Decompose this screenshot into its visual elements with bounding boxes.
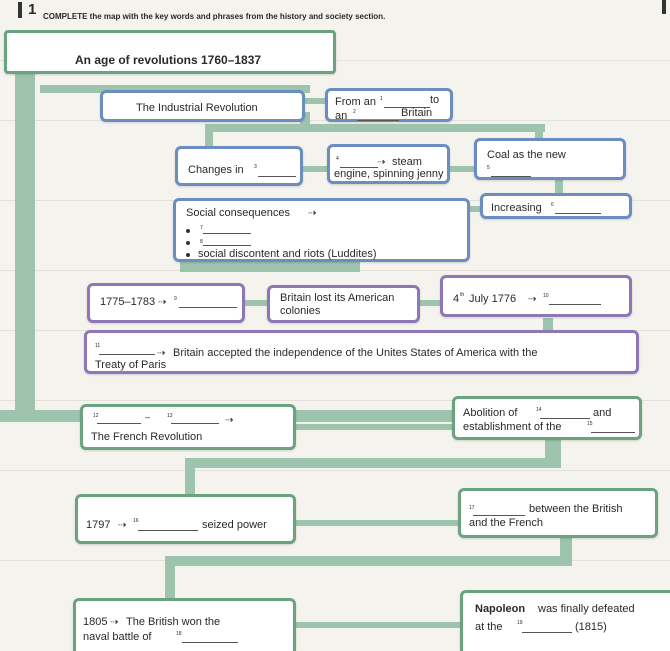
blank-number-15: 15 <box>587 421 593 427</box>
blank-number-8: 8 <box>200 239 203 245</box>
blank-number-18: 18 <box>176 631 182 637</box>
blank-number-11: 11 <box>95 343 101 349</box>
connector-bar <box>165 556 572 566</box>
connector-bar <box>543 318 553 332</box>
task-number: 1 <box>28 1 37 18</box>
trafalgar-box: 1805 ⇢ The British won the naval battle … <box>73 598 296 651</box>
blank-number-12: 12 <box>93 413 99 419</box>
arrow-icon: ⇢ <box>157 348 166 359</box>
blank-10[interactable] <box>549 304 601 305</box>
blank-7[interactable] <box>203 233 251 234</box>
blank-number-14: 14 <box>536 407 542 413</box>
connector-bar <box>300 112 310 126</box>
bullet-icon <box>186 229 190 233</box>
blank-number-17: 17 <box>469 505 475 511</box>
lost-colonies-box: Britain lost its American colonies <box>267 285 420 323</box>
blank-5[interactable] <box>491 176 531 177</box>
connector-bar <box>535 124 543 140</box>
war-british-french-box: 17 between the British and the French <box>458 488 658 538</box>
blank-number-7: 7 <box>200 225 203 231</box>
blank-14[interactable] <box>540 418 590 419</box>
blank-number-13: 13 <box>167 413 173 419</box>
connector-bar <box>40 85 310 93</box>
arrow-icon: ⇢ <box>158 297 167 308</box>
blank-16[interactable] <box>138 530 198 531</box>
waterloo-box: Napoleon was finally defeated at the 19 … <box>460 590 670 651</box>
connector-bar <box>165 556 175 600</box>
blank-9[interactable] <box>179 307 237 308</box>
napoleon-1797-box: 1797 ⇢ 16 seized power <box>75 494 296 544</box>
blank-17[interactable] <box>473 515 525 516</box>
connector-bar <box>205 124 545 132</box>
connector-bar <box>300 166 330 172</box>
blank-number-1: 1 <box>380 96 383 102</box>
industrial-revolution-label: The Industrial Revolution <box>136 102 258 114</box>
treaty-box: 11 ⇢ Britain accepted the independence o… <box>84 330 639 374</box>
blank-4[interactable] <box>340 167 378 168</box>
page-corner-mark <box>662 0 666 14</box>
changes-box: Changes in 3 <box>175 146 303 186</box>
blank-number-6: 6 <box>551 202 554 208</box>
blank-2[interactable] <box>357 120 399 121</box>
connector-bar <box>185 458 561 468</box>
blank-number-19: 19 <box>517 620 523 626</box>
blank-number-16: 16 <box>133 518 139 524</box>
american-war-box: 1775–1783 ⇢ 9 <box>87 283 245 323</box>
connector-bar <box>296 520 460 526</box>
coal-box: Coal as the new 5 <box>474 138 626 180</box>
bullet-icon <box>186 253 190 257</box>
blank-6[interactable] <box>555 213 601 214</box>
title-box: An age of revolutions 1760–1837 <box>4 30 336 74</box>
blank-1[interactable] <box>384 107 430 108</box>
blank-3[interactable] <box>258 176 296 177</box>
connector-bar <box>448 166 474 172</box>
blank-number-3: 3 <box>254 164 257 170</box>
july-1776-box: 4 th July 1776 ⇢ 10 <box>440 275 632 317</box>
arrow-icon: ⇢ <box>308 208 317 219</box>
french-revolution-box: 12 – 13 ⇢ The French Revolution <box>80 404 296 450</box>
connector-bar <box>465 206 483 212</box>
social-consequences-box: Social consequences ⇢ 7 8 social discont… <box>173 198 470 262</box>
task-number-badge <box>18 2 40 18</box>
increasing-box: Increasing 6 <box>480 193 632 219</box>
arrow-icon: ⇢ <box>110 617 119 628</box>
blank-11[interactable] <box>99 354 155 355</box>
blank-number-10: 10 <box>543 293 549 299</box>
blank-number-5: 5 <box>487 165 490 171</box>
from-to-box: From an 1 to an 2 Britain <box>325 88 453 122</box>
arrow-icon: ⇢ <box>528 294 537 305</box>
arrow-icon: ⇢ <box>118 520 127 531</box>
arrow-icon: ⇢ <box>225 415 234 426</box>
napoleon-name: Napoleon <box>475 603 526 615</box>
bullet-icon <box>186 241 190 245</box>
connector-bar <box>185 458 195 496</box>
task-instruction: COMPLETE the map with the key words and … <box>43 12 386 21</box>
connector-bar <box>180 262 360 272</box>
blank-number-4: 4 <box>336 156 339 162</box>
connector-bar <box>205 124 213 146</box>
blank-19[interactable] <box>522 632 572 633</box>
steam-box: 4 ⇢ steam engine, spinning jenny <box>327 144 450 184</box>
industrial-revolution-box: The Industrial Revolution <box>100 90 305 122</box>
blank-8[interactable] <box>203 245 251 246</box>
blank-13[interactable] <box>171 423 219 424</box>
connector-bar <box>555 178 563 196</box>
connector-bar <box>296 622 460 628</box>
connector-bar <box>296 424 458 430</box>
connector-bar <box>15 70 35 415</box>
blank-number-9: 9 <box>174 296 177 302</box>
abolition-box: Abolition of 14 and establishment of the… <box>452 396 642 440</box>
connector-bar <box>300 98 330 104</box>
blank-18[interactable] <box>182 642 238 643</box>
blank-number-2: 2 <box>353 109 356 115</box>
page-title: An age of revolutions 1760–1837 <box>75 53 262 67</box>
connector-bar <box>418 300 442 306</box>
connector-bar <box>245 300 269 306</box>
arrow-icon: ⇢ <box>377 157 386 168</box>
blank-15[interactable] <box>591 432 635 433</box>
blank-12[interactable] <box>97 423 141 424</box>
